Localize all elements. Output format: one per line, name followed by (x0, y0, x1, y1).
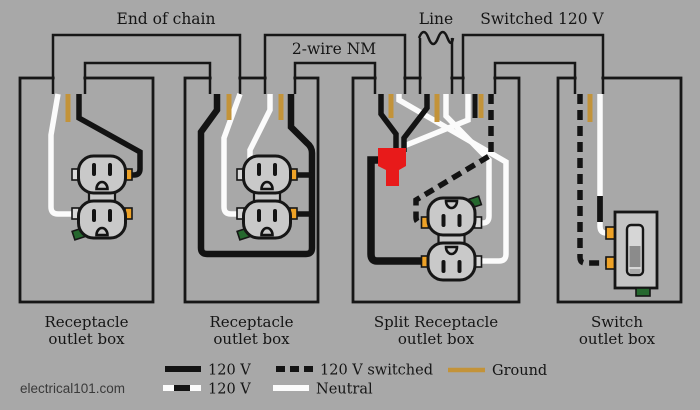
switch-toggle-handle (629, 246, 641, 267)
box3-label-line2: outlet box (398, 330, 475, 348)
cable-run-2wire-nm-outer (263, 33, 407, 94)
hot-wire (76, 94, 143, 178)
cable-openings (54, 71, 602, 92)
receptacle-outlet-box-2 (183, 76, 320, 304)
hot-wire (378, 94, 399, 152)
box4-label-line1: Switch (591, 313, 643, 331)
line-label: Line (419, 10, 453, 28)
end-of-chain-label: End of chain (117, 10, 216, 28)
box1-label-line2: outlet box (48, 330, 125, 348)
box3-label-line1: Split Receptacle (374, 313, 498, 331)
hot-wire (197, 94, 316, 258)
cable-run-2wire-nm-inner (293, 61, 377, 94)
box1-label-line1: Receptacle (44, 313, 128, 331)
hot-feed-wire (367, 156, 421, 265)
switched-120v-label: Switched 120 V (480, 10, 604, 28)
cable-run-switched-inner (493, 61, 577, 94)
toggle-switch (605, 210, 659, 297)
line-cable-break-squiggle (417, 30, 455, 46)
cable-run-end-of-chain-inner (83, 61, 212, 94)
switch-outlet-box (556, 76, 683, 304)
legend-120v-label: 120 V (208, 363, 251, 379)
switch-toggle-base (629, 269, 641, 273)
legend-120v-marked-label: 120 V (208, 382, 251, 398)
cable-run-switched-outer (461, 33, 605, 94)
switched-hot-wire (577, 94, 606, 266)
receptacle-outlet-box-1 (18, 76, 155, 304)
neutral-wire (221, 93, 243, 217)
neutral-wire (443, 94, 492, 226)
duplex-receptacle (235, 154, 299, 242)
cable-run-end-of-chain-outer (51, 33, 242, 94)
switched-hot-wire (413, 94, 494, 226)
website-label: electrical101.com (20, 381, 125, 396)
neutral-wire (48, 93, 72, 217)
two-wire-nm-label: 2-wire NM (292, 40, 376, 58)
legend-120v-switched-label: 120 V switched (320, 363, 433, 379)
split-duplex-receptacle (420, 194, 483, 282)
ground-screw (635, 287, 651, 297)
legend: 120 V 120 V switched Ground 120 V Neutra… (163, 363, 547, 398)
box2-label-line1: Receptacle (209, 313, 293, 331)
wire-nut-icon (378, 148, 406, 186)
neutral-wire (396, 94, 509, 264)
remarked-white-hot-wire (402, 94, 471, 149)
duplex-receptacle (70, 154, 134, 242)
legend-neutral-label: Neutral (316, 382, 373, 398)
legend-ground-label: Ground (492, 363, 547, 379)
box4-label-line2: outlet box (579, 330, 656, 348)
box2-label-line2: outlet box (213, 330, 290, 348)
line-hot-wire (401, 94, 430, 152)
